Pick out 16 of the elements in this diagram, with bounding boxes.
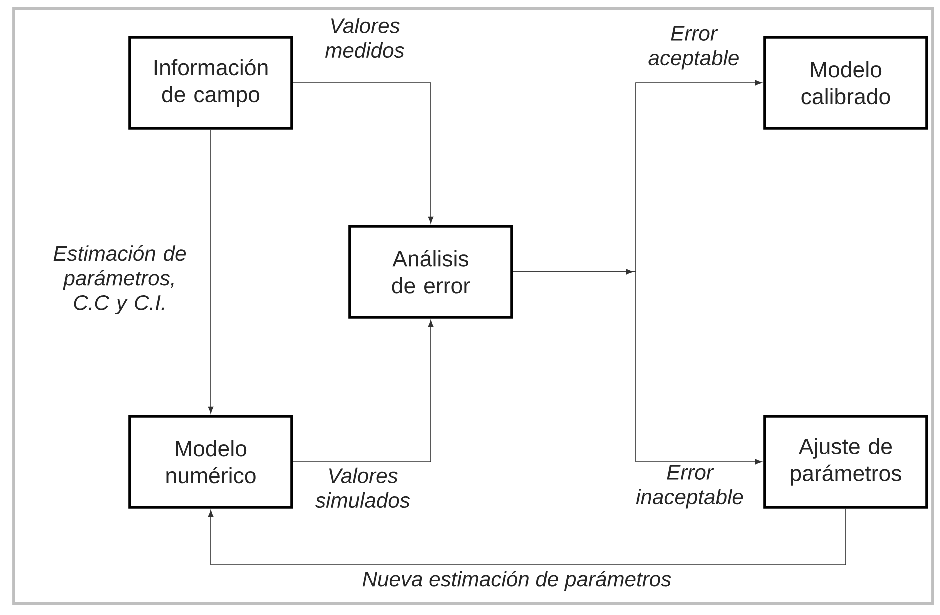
process-box: Información de campo — [128, 36, 294, 130]
edge-label: Nueva estimación de parámetros — [361, 570, 673, 592]
process-box: Ajuste de parámetros — [764, 415, 928, 509]
edge-label: Estimación de parámetros, C.C y C.I. — [42, 244, 198, 316]
edge-label: Valores simulados — [306, 466, 420, 510]
process-box: Análisis de error — [348, 225, 514, 319]
edge-label: Valores medidos — [314, 16, 416, 60]
arrow — [293, 320, 434, 462]
arrow — [208, 508, 846, 566]
arrow — [293, 82, 434, 224]
process-box: Modelo numérico — [128, 415, 294, 509]
arrow — [208, 130, 214, 414]
arrow — [513, 269, 762, 465]
edge-label: Error aceptable — [638, 25, 750, 71]
process-box: Modelo calibrado — [764, 36, 928, 130]
edge-label: Error inaceptable — [627, 464, 753, 510]
